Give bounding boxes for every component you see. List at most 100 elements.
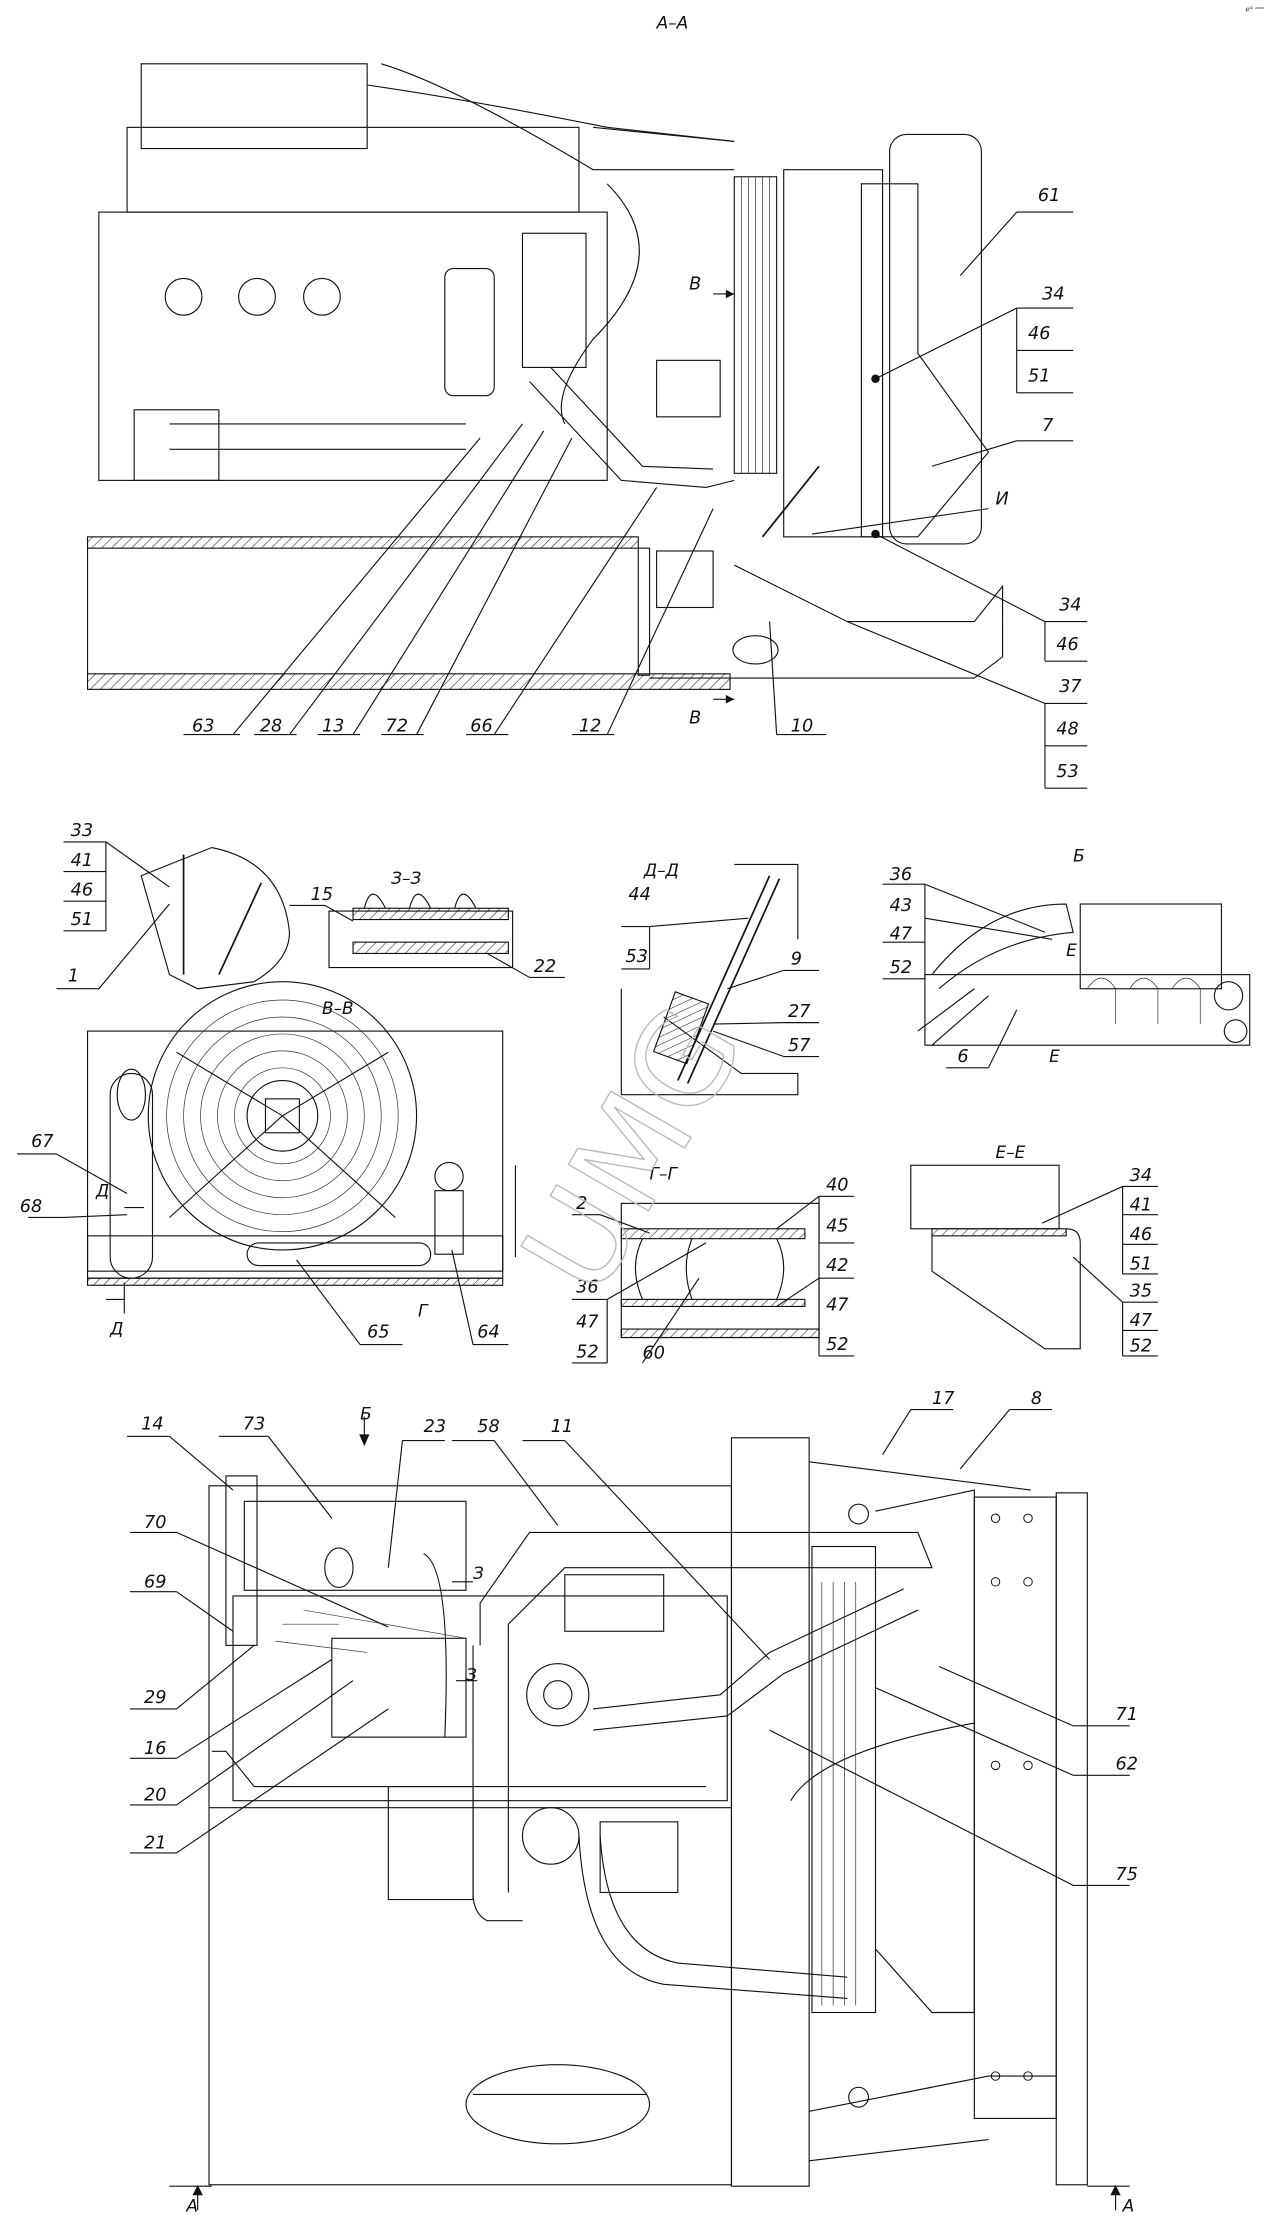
callout-45: 45: [826, 1217, 848, 1237]
callout-46: 46: [71, 881, 93, 901]
callout-29: 29: [144, 1688, 166, 1708]
callout-73: 73: [243, 1414, 265, 1434]
callout-48: 48: [1056, 720, 1078, 740]
view-b-title: Б: [1073, 846, 1085, 866]
section-ee: Е–Е 34 41 46 51 35 47 52: [910, 1142, 1158, 1357]
callout-68: 68: [20, 1197, 42, 1217]
callout-15: 15: [311, 885, 333, 905]
callout-52: 52: [1130, 1337, 1152, 1357]
callout-13: 13: [322, 717, 344, 737]
callout-9: 9: [791, 950, 802, 970]
callout-42: 42: [826, 1256, 848, 1276]
callout-57: 57: [788, 1036, 811, 1056]
callout-6: 6: [957, 1047, 968, 1067]
callout-8: 8: [1031, 1389, 1042, 1409]
callout-36: 36: [890, 865, 912, 885]
callout-65: 65: [367, 1323, 389, 1343]
callout-2: 2: [576, 1194, 587, 1214]
callout-46: 46: [1056, 635, 1078, 655]
section-mark-z: З: [473, 1563, 484, 1583]
section-mark-a: А: [1122, 2196, 1135, 2216]
section-vv-title: В–В: [322, 998, 354, 1018]
callout-41: 41: [1130, 1195, 1152, 1215]
callout-58: 58: [477, 1417, 499, 1437]
callout-51: 51: [1130, 1255, 1152, 1275]
callout-20: 20: [144, 1786, 166, 1806]
callout-69: 69: [144, 1572, 166, 1592]
callout-70: 70: [144, 1513, 166, 1533]
fan-guard: [147, 981, 418, 1251]
section-zz: З–З 15 22: [289, 868, 565, 979]
section-aa: А–А В В 61 34 46 51 7 И 34 46 37 48 53 6…: [86, 13, 1088, 789]
callout-37: 37: [1059, 677, 1082, 697]
callout-10: 10: [791, 717, 813, 737]
section-arrow-v-bottom: В: [689, 695, 735, 728]
callout-64: 64: [477, 1323, 499, 1343]
callout-43: 43: [890, 896, 912, 916]
callout-51: 51: [71, 910, 93, 930]
section-gg-title: Г–Г: [650, 1163, 679, 1183]
radiator-assembly: [649, 133, 1004, 679]
hoses: [578, 1588, 975, 1999]
section-dd-title: Д–Д: [643, 860, 679, 880]
callout-12: 12: [579, 717, 601, 737]
section-vv: В–В Д Д Г 67 68 65 64: [16, 981, 516, 1346]
callout-47: 47: [826, 1296, 849, 1316]
callout-46: 46: [1028, 324, 1050, 344]
section-mark-d: Д: [95, 1180, 109, 1200]
main-view: Б З З А А 14 73 23 58 11 17 8 70 69 29 1…: [127, 1389, 1138, 2216]
callout-47: 47: [1130, 1311, 1153, 1331]
callout-36: 36: [576, 1277, 598, 1297]
callout-22: 22: [534, 957, 556, 977]
radiator-front: [809, 1461, 1088, 2186]
frame-base: [86, 536, 779, 690]
callout-51: 51: [1028, 367, 1050, 387]
callout-72: 72: [386, 717, 408, 737]
callout-62: 62: [1116, 1755, 1138, 1775]
callout-11: 11: [551, 1417, 573, 1437]
section-mark-e: Е: [1049, 1046, 1060, 1066]
section-ee-title: Е–Е: [996, 1142, 1026, 1162]
section-mark-g: Г: [418, 1300, 429, 1320]
section-mark-a: А: [185, 2196, 198, 2216]
callout-46: 46: [1130, 1225, 1152, 1245]
section-mark-v: В: [689, 275, 701, 295]
callout-23: 23: [424, 1417, 446, 1437]
callout-67: 67: [31, 1132, 54, 1152]
callout-34: 34: [1130, 1166, 1152, 1186]
callout-1: 1: [68, 967, 79, 987]
callout-28: 28: [260, 717, 282, 737]
corner-mark: ℯᴳ ᵒᵒᵒ: [1245, 5, 1264, 14]
detail-bracket: 33 41 46 51 1: [56, 821, 291, 990]
callout-63: 63: [192, 717, 214, 737]
callout-41: 41: [71, 851, 93, 871]
callout-47: 47: [890, 924, 913, 944]
section-mark-e: Е: [1066, 940, 1077, 960]
callout-52: 52: [576, 1342, 598, 1362]
callout-34: 34: [1042, 285, 1064, 305]
callout-53: 53: [626, 947, 648, 967]
callout-34: 34: [1059, 595, 1081, 615]
section-mark-z: З: [466, 1665, 477, 1685]
watermark: UMG: [494, 982, 773, 1317]
callout-17: 17: [932, 1389, 955, 1409]
callout-14: 14: [141, 1414, 163, 1434]
callout-71: 71: [1116, 1705, 1138, 1725]
callout-i: И: [996, 489, 1009, 509]
section-arrow-v-top: В: [689, 275, 735, 299]
engine-block-top: [211, 1595, 728, 1901]
callout-52: 52: [826, 1335, 848, 1355]
callout-35: 35: [1130, 1282, 1152, 1302]
callout-66: 66: [470, 717, 492, 737]
callout-61: 61: [1038, 186, 1060, 206]
intake-pipe: [472, 1531, 933, 1922]
view-b: Б Е Е 36 43 47 52 6: [882, 846, 1251, 1069]
callout-75: 75: [1116, 1865, 1138, 1885]
callout-44: 44: [628, 885, 650, 905]
callout-60: 60: [643, 1344, 665, 1364]
section-zz-title: З–З: [391, 868, 421, 888]
callout-47: 47: [576, 1313, 599, 1333]
engine-outline: [98, 63, 735, 489]
callout-52: 52: [890, 958, 912, 978]
